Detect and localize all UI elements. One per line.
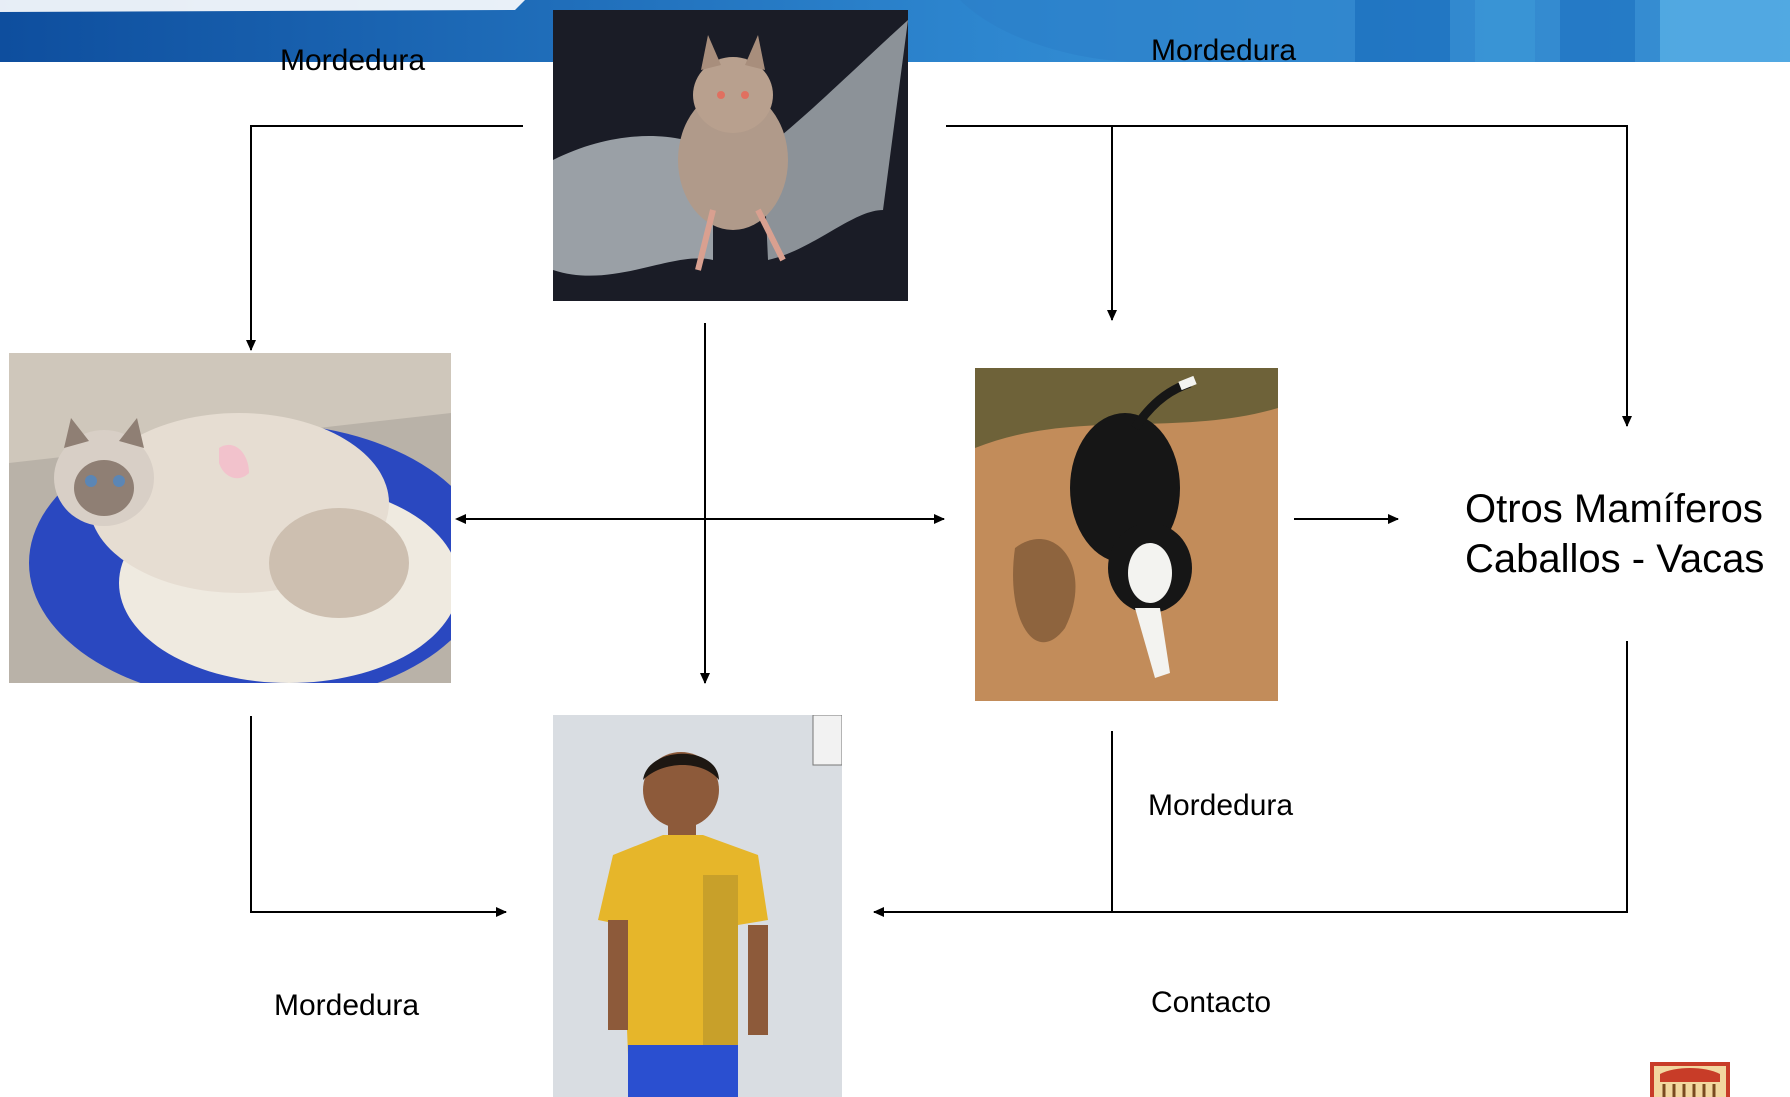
label-cat-to-child: Mordedura (274, 989, 420, 1022)
cat-photo (9, 353, 451, 683)
label-bat-to-dog: Mordedura (1151, 34, 1297, 67)
logo-icon (1650, 1062, 1730, 1097)
label-bat-to-cat: Mordedura (280, 44, 426, 77)
label-mammals-to-child: Contacto (1151, 986, 1272, 1019)
label-dog-to-child: Mordedura (1148, 789, 1294, 822)
other-mammals-line1: Otros Mamíferos (1465, 487, 1763, 531)
arrow-bat-to-mammals (946, 125, 1632, 427)
child-photo (553, 715, 842, 1097)
other-mammals-line2: Caballos - Vacas (1465, 537, 1765, 581)
dog-photo (975, 368, 1278, 701)
bat-photo (553, 10, 908, 301)
arrow-mammals-to-child (873, 641, 1628, 917)
arrow-bat-to-cat (246, 125, 523, 351)
arrow-cat-to-child (250, 716, 507, 917)
other-mammals-label: Otros Mamíferos Caballos - Vacas (1465, 484, 1764, 584)
